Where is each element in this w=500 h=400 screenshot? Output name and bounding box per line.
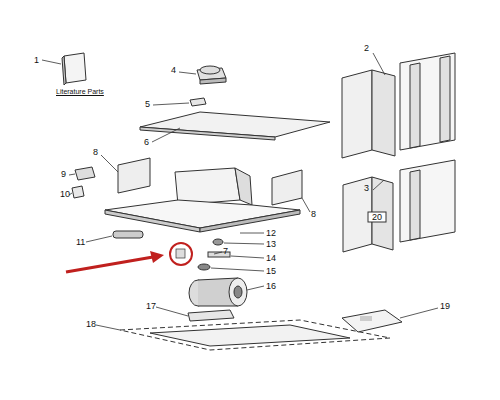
callout-number: 5 [145,100,150,109]
callout-number: 2 [364,44,369,53]
callout-number: 14 [266,254,276,263]
callout-number: 19 [440,302,450,311]
callout-number: 11 [76,238,85,247]
callout-number: 6 [144,138,149,147]
callout-number: 18 [86,320,96,329]
callout-number: 1 [34,56,39,65]
callout-number: 20 [372,213,382,222]
callout-number: 8 [93,148,98,157]
callout-number: 4 [171,66,176,75]
callout-number: 15 [266,267,276,276]
callout-number: 8 [311,210,316,219]
callout-number: 3 [364,184,369,193]
callout-number: 10 [60,190,70,199]
callout-number: 12 [266,229,276,238]
callout-number: 16 [266,282,276,291]
part-caption: Literature Parts [56,88,104,95]
callout-number: 17 [146,302,156,311]
callout-number: 7 [223,247,228,256]
callout-number: 9 [61,170,66,179]
callout-number: 13 [266,240,276,249]
